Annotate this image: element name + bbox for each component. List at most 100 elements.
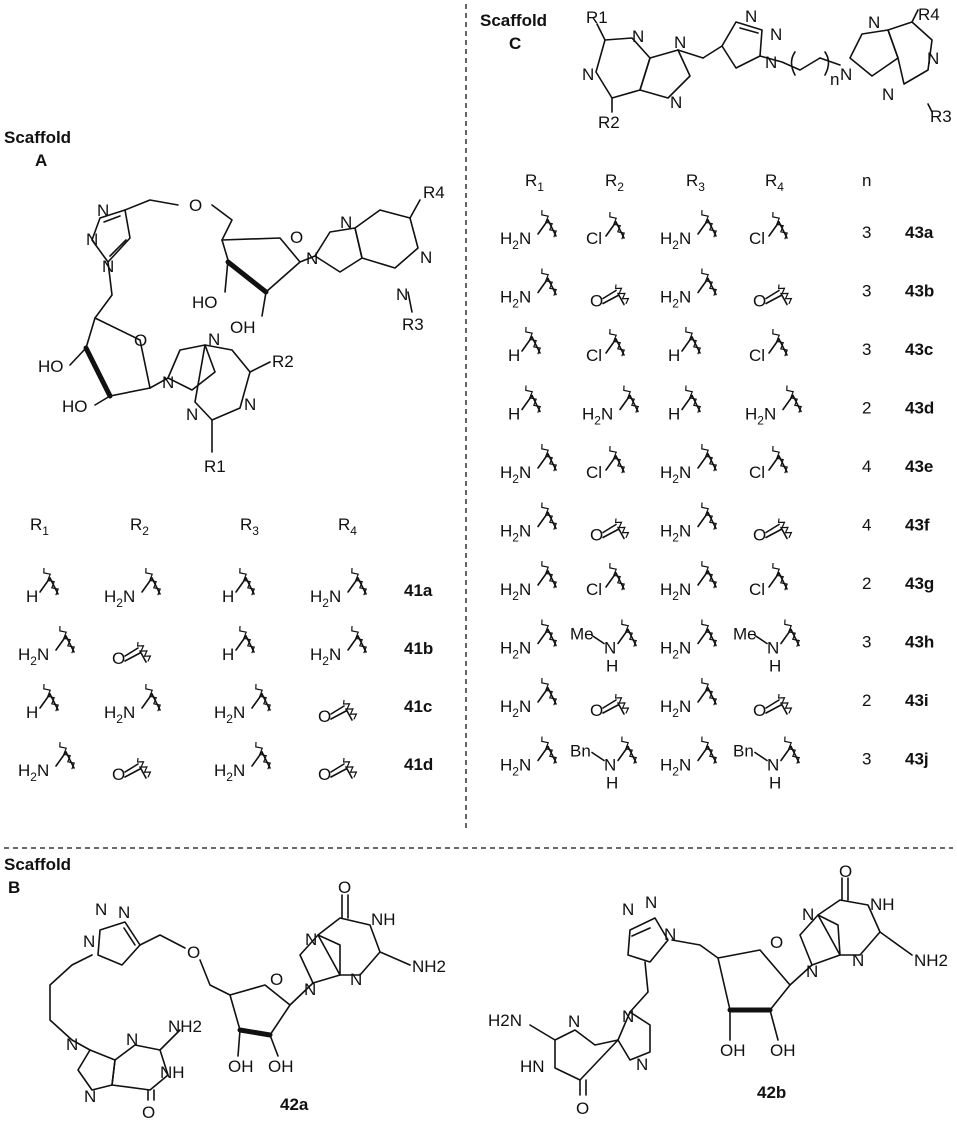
substituent-r1: H2N xyxy=(500,268,558,311)
struct-c-r2-label: R2 xyxy=(598,113,620,132)
struct-c-atom: N xyxy=(882,85,894,104)
substituent-r1: H2N xyxy=(500,443,558,486)
struct-42a-atom: O xyxy=(187,943,200,962)
substituent-r3: H2N xyxy=(660,619,718,662)
substituent-r2-text: O xyxy=(112,765,125,784)
substituent-r1-text: H2N xyxy=(500,229,531,252)
substituent-r1: H2N xyxy=(18,741,76,784)
substituent-r4: H2N xyxy=(745,385,803,428)
compound-id: 43g xyxy=(905,574,934,593)
struct-42a-atom: N xyxy=(118,903,130,922)
substituent-r2-h: H xyxy=(606,774,618,793)
substituent-r1-text: H xyxy=(26,587,38,606)
substituent-r3: H2N xyxy=(660,736,718,779)
compound-id: 43h xyxy=(905,633,934,652)
struct-42a-atom: NH2 xyxy=(168,1017,202,1036)
compound-id: 41a xyxy=(404,581,433,600)
substituent-r2: Cl xyxy=(586,211,626,248)
struct-42a-atom: N xyxy=(126,1030,138,1049)
struct-a-atom: N xyxy=(244,395,256,414)
substituent-r1-text: H2N xyxy=(500,288,531,311)
struct-42a-atom: OH xyxy=(228,1057,254,1076)
substituent-r4-text: Bn xyxy=(733,742,754,761)
scaffold-c-title: Scaffold C xyxy=(480,11,547,53)
substituent-r4-h: H xyxy=(769,774,781,793)
scaffold-a-title-line1: Scaffold xyxy=(4,128,71,147)
struct-42b-atom: OH xyxy=(720,1041,746,1060)
struct-a-atom: O xyxy=(290,228,303,247)
substituent-r3-text: H2N xyxy=(660,756,691,779)
substituent-r2: H2N xyxy=(104,567,162,610)
struct-42a-atom: OH xyxy=(268,1057,294,1076)
struct-42a-atom: N xyxy=(66,1035,78,1054)
table-header-r3: R3 xyxy=(686,171,705,194)
substituent-r4: O xyxy=(318,699,358,726)
substituent-r3-text: H2N xyxy=(214,703,245,726)
substituent-r1: H2N xyxy=(500,736,558,779)
substituent-r4: O xyxy=(753,518,793,545)
compound-42a-structure: N N N O O N N N O NH NH2 OH OH N N N NH2… xyxy=(49,878,446,1122)
compound-id: 43j xyxy=(905,750,929,769)
scaffold-c-title-line1: Scaffold xyxy=(480,11,547,30)
substituent-r2-text: H2N xyxy=(582,405,613,428)
chain-length-n: 4 xyxy=(862,516,871,535)
struct-c-r4-label: R4 xyxy=(918,5,940,24)
struct-42b-atom: N xyxy=(622,900,634,919)
struct-42a-atom: N xyxy=(84,1087,96,1106)
substituent-r2: O xyxy=(112,757,152,784)
substituent-r2-n: N xyxy=(604,756,616,775)
chain-length-n: 3 xyxy=(862,750,871,769)
substituent-r3: H2N xyxy=(660,209,718,252)
substituent-r1: H2N xyxy=(500,677,558,720)
compound-id: 43c xyxy=(905,340,933,359)
struct-42a-atom: N xyxy=(305,930,317,949)
struct-42a-atom: N xyxy=(304,980,316,999)
table-row: H2N O H2N O 41d xyxy=(18,741,433,784)
substituent-r1-text: H xyxy=(508,405,520,424)
substituent-r4-text: Cl xyxy=(749,346,765,365)
compound-id: 41d xyxy=(404,755,433,774)
chain-length-n: 2 xyxy=(862,691,871,710)
substituent-r1: H xyxy=(26,567,60,606)
struct-c-atom: N xyxy=(765,53,777,72)
substituent-r4: Cl xyxy=(749,562,789,599)
struct-a-r1-label: R1 xyxy=(204,457,226,476)
chain-length-n: 3 xyxy=(862,282,871,301)
substituent-r1: H2N xyxy=(500,619,558,662)
struct-a-atom: HO xyxy=(38,357,64,376)
substituent-r4: H2N xyxy=(310,567,368,610)
substituent-r2: O xyxy=(590,693,630,720)
substituent-r2-text: H2N xyxy=(104,587,135,610)
substituent-r3: H xyxy=(222,625,256,664)
struct-c-atom: N xyxy=(674,33,686,52)
compound-42b-structure: N N N O N N N O NH NH2 OH OH H2N N N N H… xyxy=(488,862,948,1118)
substituent-r4: Cl xyxy=(749,211,789,248)
substituent-r1-text: H2N xyxy=(500,697,531,720)
struct-a-atom: N xyxy=(340,213,352,232)
struct-a-atom: N xyxy=(162,373,174,392)
substituent-r2-text: Me xyxy=(570,625,594,644)
substituent-r1: H2N xyxy=(500,560,558,603)
substituent-r3: H2N xyxy=(660,502,718,545)
scaffold-c-structure: R1 N N N N R2 N N N n N N N N R4 R3 xyxy=(582,5,952,132)
struct-c-r1-label: R1 xyxy=(586,8,608,27)
struct-42b-atom: HN xyxy=(520,1057,545,1076)
struct-42a-atom: N xyxy=(350,970,362,989)
substituent-r2-text: Bn xyxy=(570,742,591,761)
substituent-r2-text: H2N xyxy=(104,703,135,726)
substituent-r2: O xyxy=(590,284,630,311)
chain-length-n: 3 xyxy=(862,633,871,652)
substituent-r1-text: H2N xyxy=(500,756,531,779)
substituent-r3: H2N xyxy=(214,741,272,784)
substituent-r1-text: H2N xyxy=(500,463,531,486)
substituent-r2-text: Cl xyxy=(586,346,602,365)
table-header-n: n xyxy=(862,171,871,190)
substituent-r4-text: O xyxy=(318,765,331,784)
substituent-r4-text: O xyxy=(753,526,766,545)
